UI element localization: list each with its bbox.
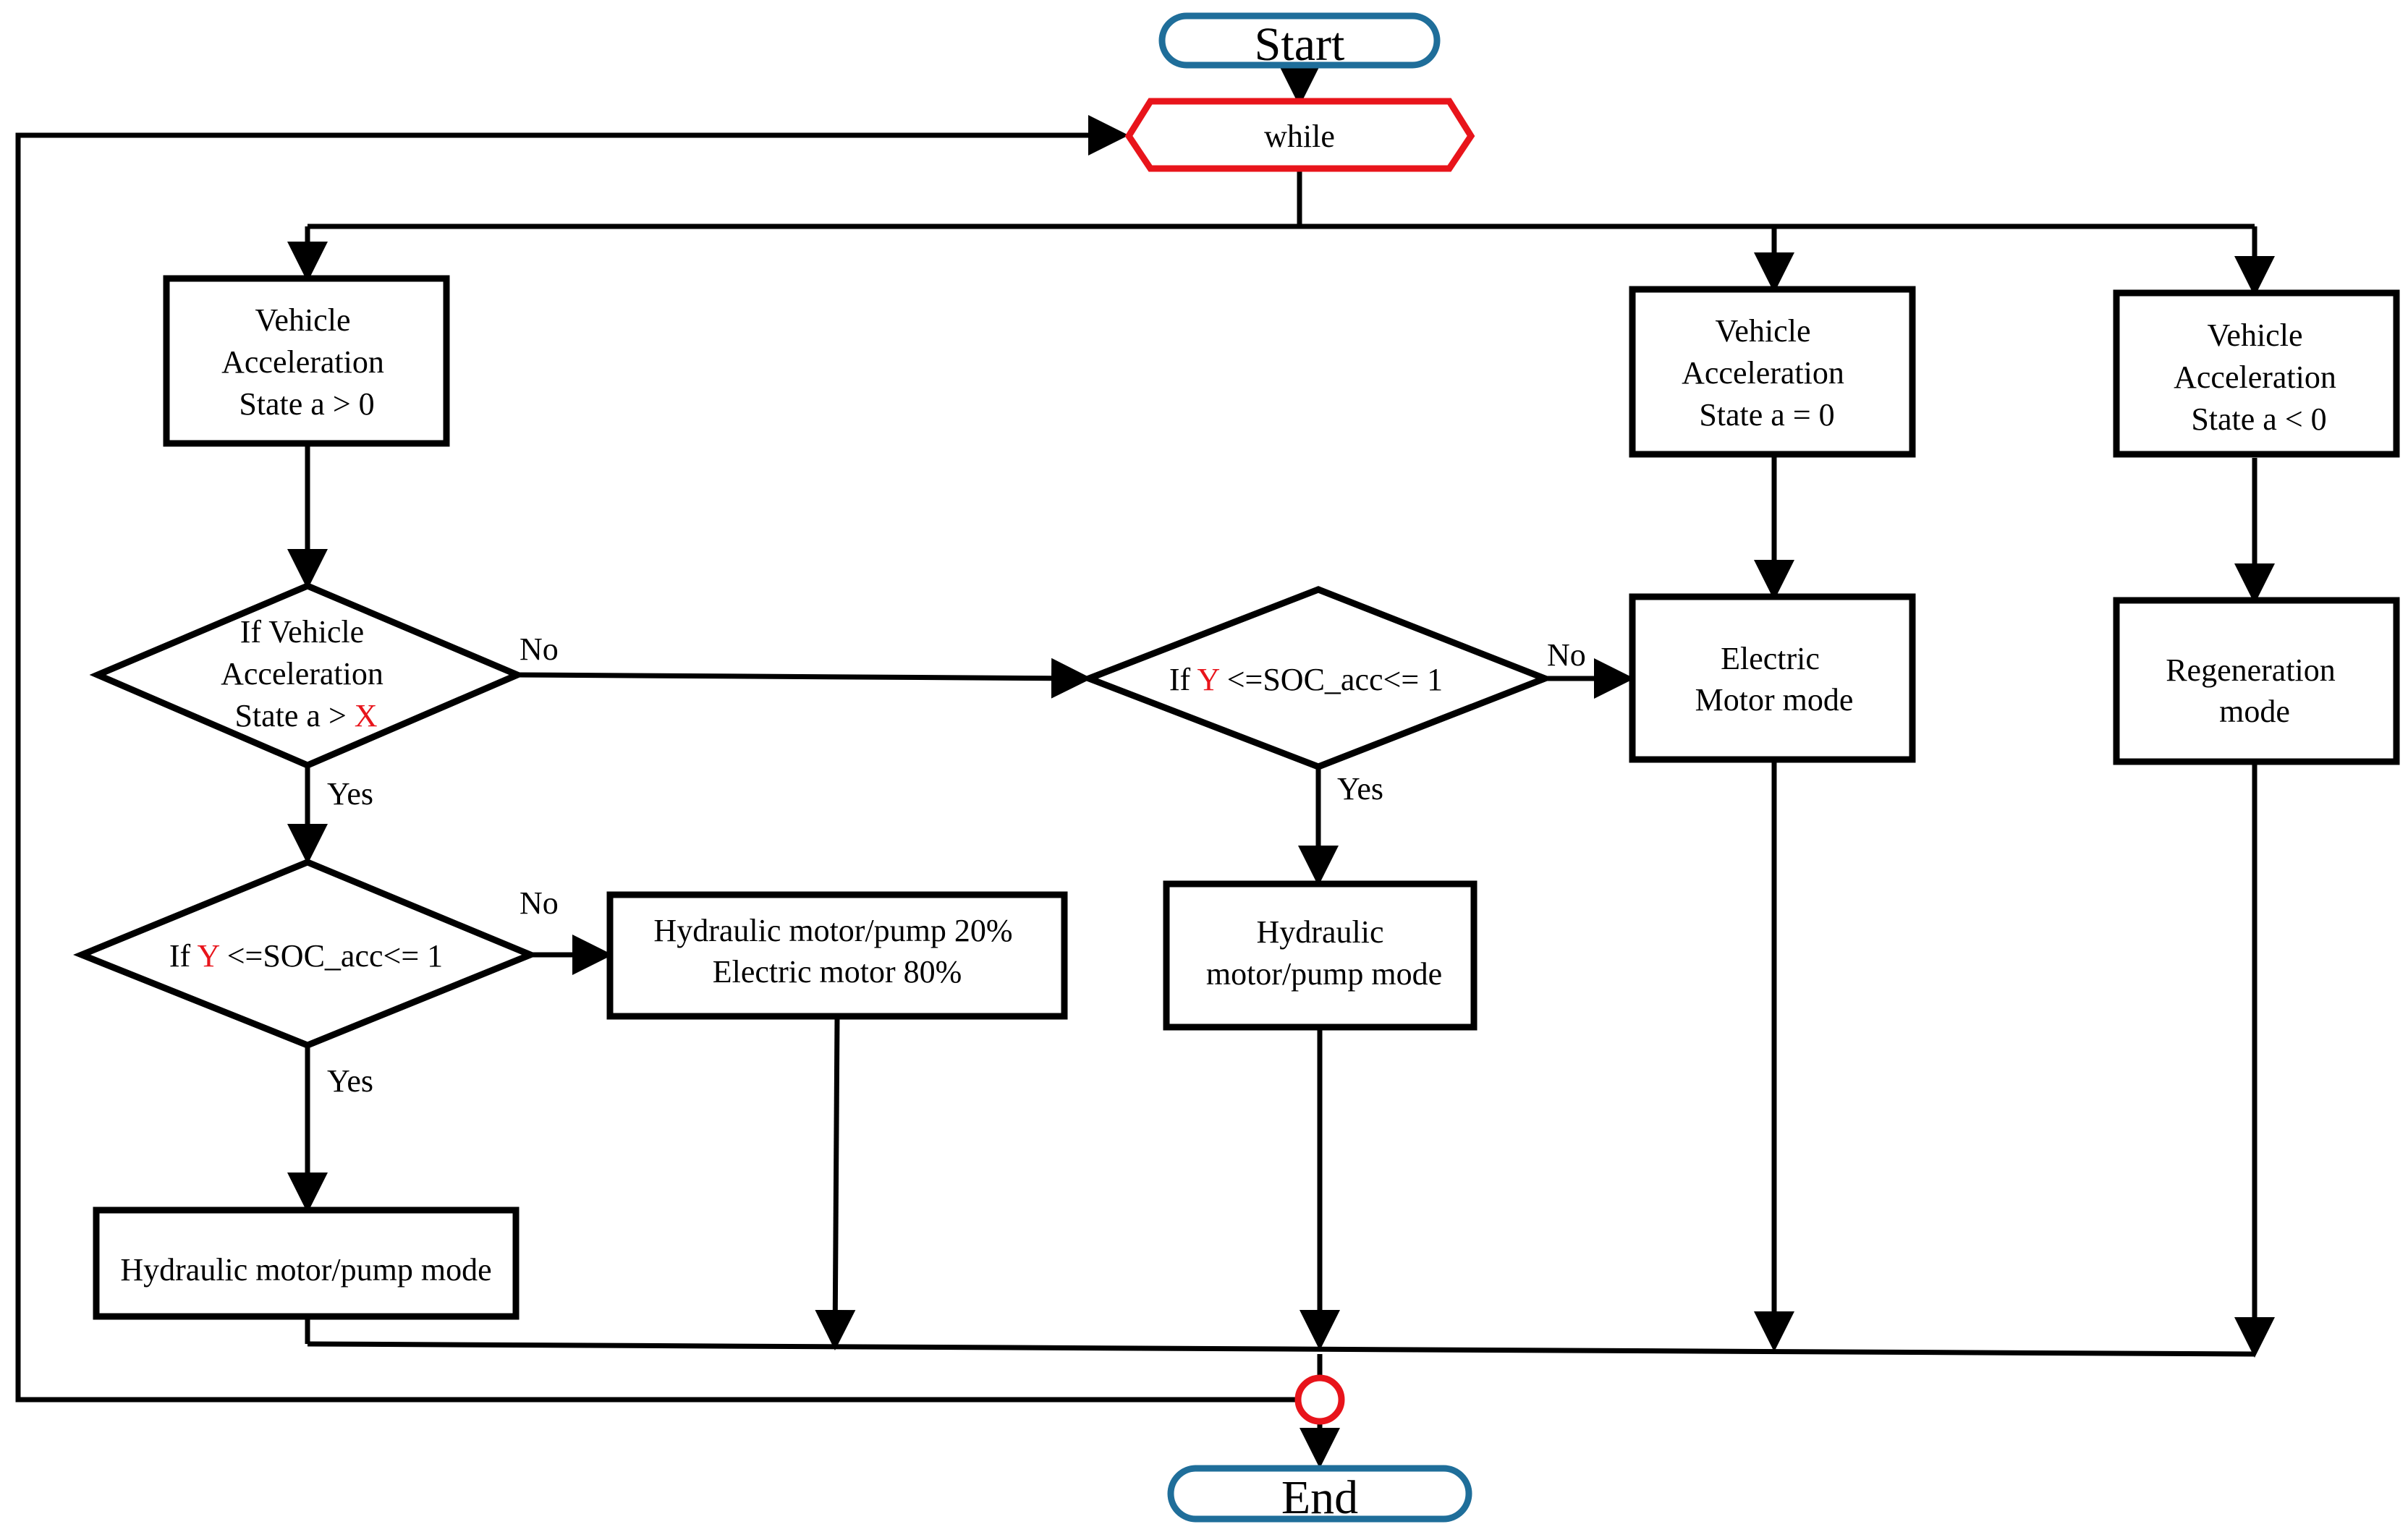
svg-text:Vehicle Acceleration: Vehicle Acceleration State a < 0 (2174, 318, 2344, 437)
svg-text:If Y <=SOC_acc<= 1: If Y <=SOC_acc<= 1 (169, 938, 443, 974)
hydraulic-mode-mid-box: Hydraulic motor/pump mode (1163, 880, 1478, 1031)
soc-left-var: Y (198, 938, 220, 974)
label-x-no: No (520, 631, 559, 667)
label-soc-mid-no: No (1547, 637, 1586, 673)
state-neg-line-3: State a < 0 (2191, 401, 2326, 437)
split-mode-line-1: Hydraulic motor/pump 20% (653, 913, 1012, 948)
svg-text:Electric Motor mode: Electric Motor mode (1695, 641, 1854, 718)
end-label: End (1281, 1471, 1358, 1524)
decision-x-line-1: If Vehicle (240, 614, 364, 650)
edge-loop-back (15, 115, 1295, 1403)
regen-mode-line-2: mode (2219, 694, 2290, 729)
state-zero-line-1: Vehicle (1716, 313, 1811, 349)
while-label: while (1264, 119, 1335, 154)
state-zero-box: Vehicle Acceleration State a = 0 (1629, 286, 1916, 458)
svg-text:If Vehicle Acceleration: If Vehicle Acceleration State a > X (221, 614, 391, 733)
split-mode-box: Hydraulic motor/pump 20% Electric motor … (606, 891, 1068, 1020)
decision-x-line-2: Acceleration (221, 656, 383, 691)
edges (15, 65, 2275, 1468)
state-pos-line-2: Acceleration (221, 344, 384, 380)
hydraulic-mid-line-2: motor/pump mode (1206, 956, 1442, 992)
state-neg-line-2: Acceleration (2174, 359, 2336, 395)
decision-accel-x: If Vehicle Acceleration State a > X (89, 582, 526, 769)
start-terminal: Start (1158, 12, 1441, 71)
edge-decision-x-no (517, 658, 1092, 699)
soc-left-prefix: If (169, 938, 198, 974)
loop-connector-circle (1294, 1374, 1345, 1425)
soc-left-suffix: <=SOC_acc<= 1 (219, 938, 443, 974)
svg-text:Vehicle Acceleration: Vehicle Acceleration State a = 0 (1682, 313, 1852, 433)
decision-soc-left: If Y <=SOC_acc<= 1 (73, 859, 539, 1049)
start-label: Start (1255, 18, 1345, 71)
state-zero-line-3: State a = 0 (1699, 397, 1834, 433)
electric-mode-line-1: Electric (1721, 641, 1820, 676)
label-x-yes: Yes (327, 776, 373, 812)
electric-mode-box: Electric Motor mode (1629, 593, 1916, 763)
svg-text:Vehicle Acceleration: Vehicle Acceleration State a > 0 (221, 302, 392, 422)
state-neg-line-1: Vehicle (2208, 318, 2303, 353)
regen-mode-box: Regeneration mode (2113, 597, 2400, 765)
split-mode-line-2: Electric motor 80% (713, 954, 962, 990)
soc-mid-var: Y (1197, 662, 1220, 697)
svg-text:If Y <=SOC_acc<= 1: If Y <=SOC_acc<= 1 (1169, 662, 1443, 697)
hydraulic-left-label: Hydraulic motor/pump mode (120, 1252, 491, 1288)
state-pos-box: Vehicle Acceleration State a > 0 (163, 275, 450, 447)
state-zero-line-2: Acceleration (1682, 355, 1844, 391)
hydraulic-mid-line-1: Hydraulic (1257, 914, 1384, 950)
label-soc-left-no: No (520, 885, 559, 921)
soc-mid-suffix: <=SOC_acc<= 1 (1219, 662, 1443, 697)
edge-merge-bar (307, 1341, 2255, 1357)
state-pos-line-3: State a > 0 (239, 386, 374, 422)
svg-text:Hydraulic motor/pump mod: Hydraulic motor/pump mode (1206, 914, 1442, 992)
label-soc-mid-yes: Yes (1337, 771, 1383, 807)
svg-text:Regeneration mode: Regeneration mode (2166, 652, 2344, 729)
end-terminal: End (1167, 1465, 1472, 1524)
label-soc-left-yes: Yes (327, 1063, 373, 1099)
state-pos-line-1: Vehicle (255, 302, 351, 338)
svg-text:Hydraulic motor/pump 20%: Hydraulic motor/pump 20% Electric motor … (653, 913, 1020, 990)
decision-x-line-3: State a > (234, 698, 354, 733)
regen-mode-line-1: Regeneration (2166, 652, 2336, 688)
edge-labels: No Yes No Yes No Yes (327, 631, 1586, 1099)
electric-mode-line-2: Motor mode (1695, 682, 1854, 718)
while-loop: while (1124, 98, 1475, 172)
soc-mid-prefix: If (1169, 662, 1197, 697)
hydraulic-mode-left-box: Hydraulic motor/pump mode (93, 1207, 520, 1320)
edge-split-down (815, 1016, 856, 1350)
decision-x-var: X (355, 698, 378, 733)
decision-soc-mid: If Y <=SOC_acc<= 1 (1080, 586, 1554, 770)
state-neg-box: Vehicle Acceleration State a < 0 (2113, 289, 2400, 458)
